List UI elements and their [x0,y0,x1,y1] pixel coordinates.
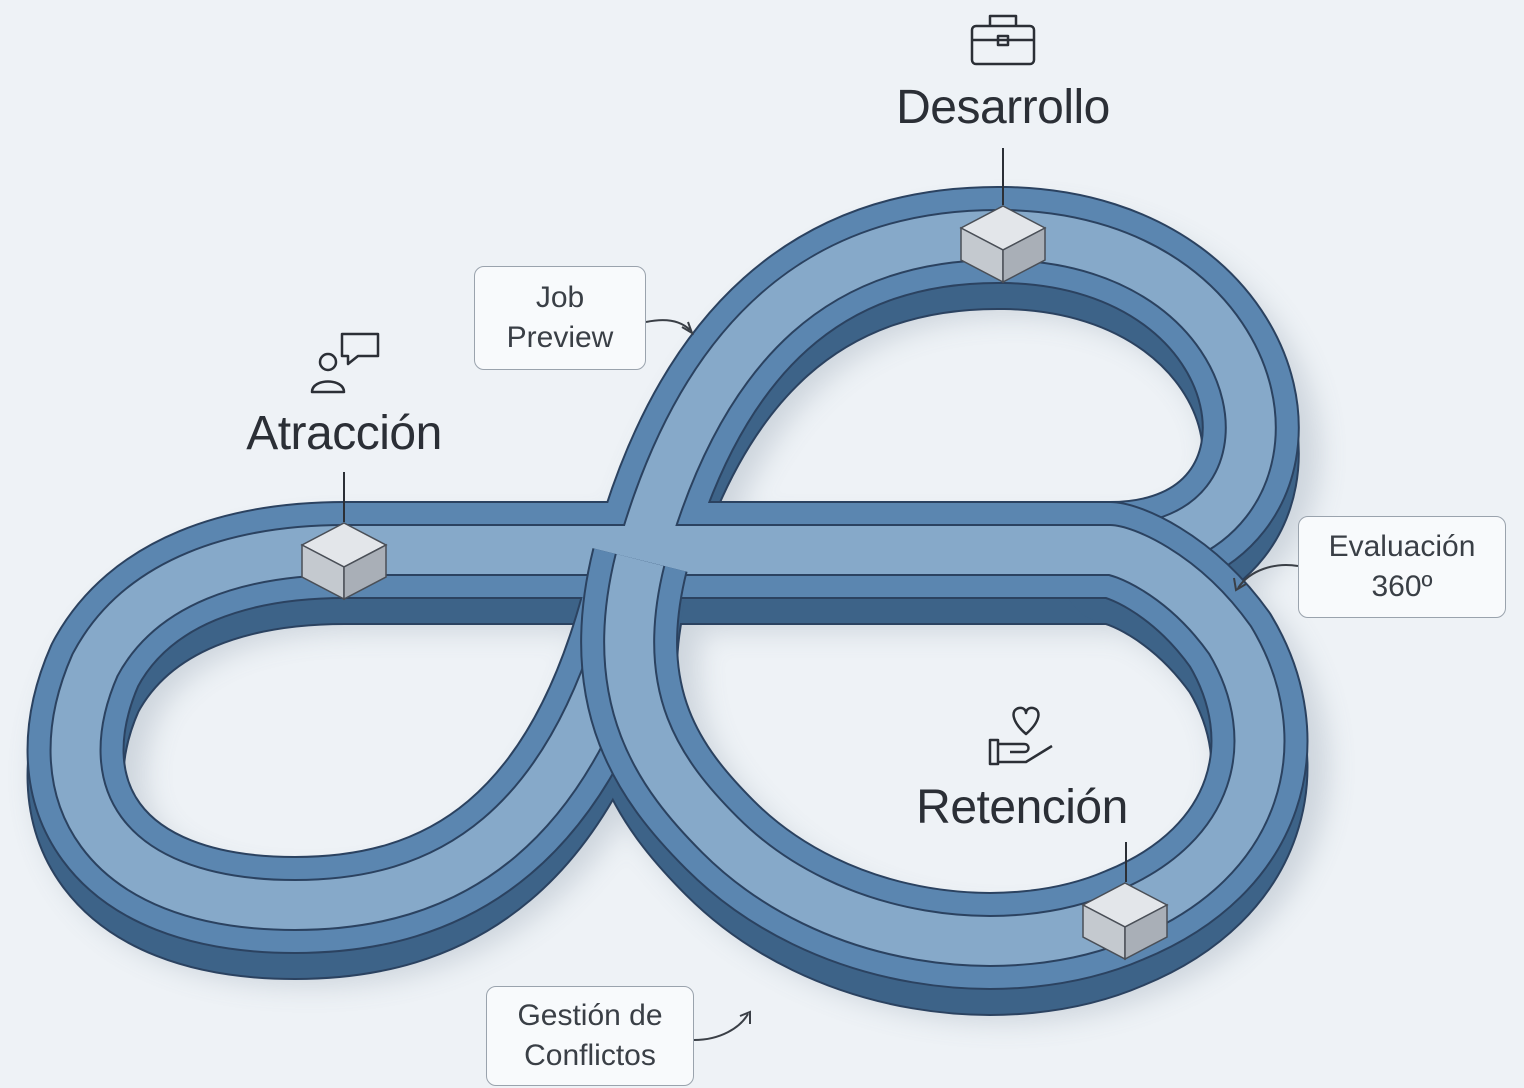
evaluacion-pointer [1237,564,1299,589]
stage-title-retencion: Retención [916,781,1128,834]
callout-evaluacion-line1: Evaluación [1328,530,1476,563]
node-retencion [1081,882,1169,961]
gestion-pointer [693,1013,749,1041]
callout-job-preview-line1: Job [535,281,585,314]
person-chat-icon [310,332,380,394]
evaluacion-arrowhead [1233,577,1247,592]
job-preview-pointer [645,319,691,331]
hand-heart-icon [988,706,1053,766]
callout-gestion-line1: Gestión de [517,999,663,1032]
node-desarrollo [959,205,1047,284]
callout-job-preview: Job Preview [474,266,646,370]
job-preview-arrowhead [681,321,694,336]
callout-job-preview-line2: Preview [506,321,614,354]
stage-title-atraccion: Atracción [246,407,442,460]
callout-gestion-conflictos: Gestión de Conflictos [486,986,694,1086]
briefcase-icon [970,14,1036,66]
node-atraccion [300,522,388,601]
stage-title-desarrollo: Desarrollo [896,81,1110,134]
callout-gestion-line2: Conflictos [524,1039,656,1072]
callout-evaluacion-line2: 360º [1371,570,1433,603]
callout-evaluacion-360: Evaluación 360º [1298,516,1506,618]
gestion-arrowhead [739,1010,751,1024]
